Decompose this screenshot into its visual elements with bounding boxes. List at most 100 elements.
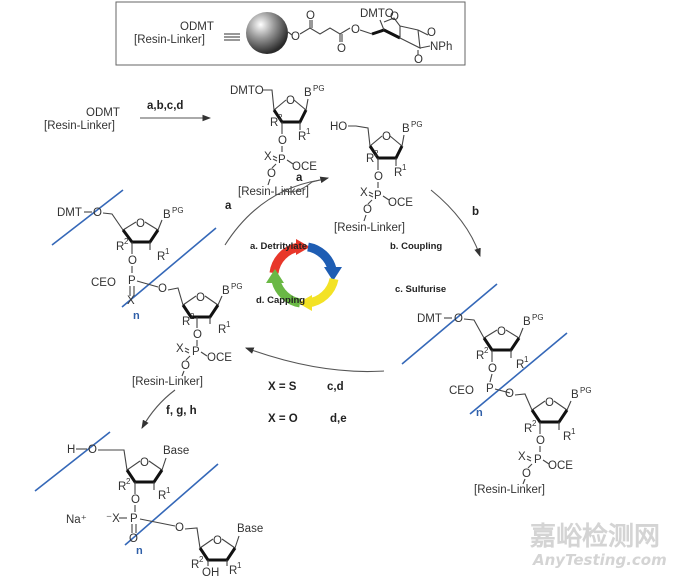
svg-text:OCE: OCE: [207, 352, 232, 364]
deprotection-reagents-label: f, g, h: [166, 405, 197, 417]
svg-text:O: O: [131, 494, 140, 506]
svg-text:O: O: [454, 313, 463, 325]
svg-text:P: P: [128, 275, 136, 287]
svg-text:O: O: [497, 326, 506, 338]
svg-text:R: R: [516, 359, 524, 371]
repeat-bracket-final-1: [34, 431, 111, 492]
svg-text:n: n: [476, 407, 483, 419]
r1-label: R: [298, 131, 306, 143]
cycle-label-detritylate: a. Detritylate: [250, 241, 307, 252]
svg-text:R: R: [158, 490, 166, 502]
svg-text:O: O: [522, 468, 531, 480]
box-nph-label: NPh: [430, 41, 452, 53]
detritylation-arrow-left: [224, 179, 321, 246]
cycle-arrowhead-detritylate: [296, 239, 310, 255]
svg-text:H: H: [67, 444, 75, 456]
repeat-bracket-left-1: [51, 189, 124, 246]
box-dmto-label: DMTO: [360, 8, 394, 20]
svg-text:R: R: [524, 423, 532, 435]
svg-text:O: O: [175, 522, 184, 534]
svg-text:P: P: [130, 513, 138, 525]
sodium-counterion: Na⁺: [66, 514, 87, 526]
cycle-label-coupling: b. Coupling: [390, 241, 442, 252]
ho-label: HO: [330, 121, 347, 133]
linker-o-3: O: [337, 43, 346, 55]
o3-label: O: [278, 135, 287, 147]
r2-label: R: [366, 153, 374, 165]
svg-text:X: X: [127, 295, 135, 307]
svg-text:1: 1: [571, 427, 576, 436]
step-a-label-left: a: [225, 200, 232, 212]
svg-text:R: R: [191, 559, 199, 571]
svg-text:O: O: [488, 363, 497, 375]
svg-text:2: 2: [484, 346, 489, 355]
svg-text:O: O: [196, 292, 205, 304]
p-label: P: [374, 190, 382, 202]
linker-o-2: O: [306, 10, 315, 22]
x-label: X: [360, 187, 368, 199]
svg-text:X: X: [176, 343, 184, 355]
svg-text:R: R: [229, 565, 237, 577]
svg-text:2: 2: [532, 419, 537, 428]
first-cycle-reagents-label: a,b,c,d: [147, 100, 183, 112]
svg-text:O: O: [158, 283, 167, 295]
svg-text:O: O: [193, 329, 202, 341]
cycle-label-capping: d. Capping: [256, 295, 305, 306]
ceo-label: CEO: [91, 277, 116, 289]
box-odmt-label: ODMT: [180, 21, 214, 33]
svg-text:X: X: [518, 451, 526, 463]
o3-label: O: [374, 171, 383, 183]
svg-text:1: 1: [166, 486, 171, 495]
repeat-bracket-right-1: [401, 283, 498, 365]
svg-text:CEO: CEO: [449, 385, 474, 397]
o-resin-label: O: [363, 204, 372, 216]
oce-label: OCE: [292, 161, 317, 173]
box-resin-label: [Resin-Linker]: [134, 34, 205, 46]
svg-text:Base: Base: [237, 523, 263, 535]
p-label: P: [278, 154, 286, 166]
deprotection-arrow: [141, 389, 176, 429]
svg-text:O: O: [181, 360, 190, 372]
svg-text:1: 1: [402, 163, 407, 172]
ring-o: O: [136, 218, 145, 230]
repeat-bracket-right-2: [469, 332, 568, 415]
imide-o-1: O: [427, 27, 436, 39]
svg-text:1: 1: [165, 247, 170, 256]
repeat-n-label: n: [133, 310, 140, 322]
succinyl-linker-structure: O O O O DMTO O O NPh O: [287, 8, 452, 66]
svg-text:O: O: [128, 255, 137, 267]
base-pg-sup: PG: [313, 84, 325, 93]
svg-text:2: 2: [278, 113, 283, 122]
base-b-label: B: [304, 87, 312, 99]
svg-text:1: 1: [306, 127, 311, 136]
svg-text:O: O: [536, 435, 545, 447]
watermark-english: AnyTesting.com: [532, 551, 667, 569]
r2-label: R: [270, 117, 278, 129]
dmt-label: DMT: [57, 207, 82, 219]
repeat-bracket-left-2: [121, 227, 217, 308]
svg-text:1: 1: [237, 561, 242, 570]
svg-text:2: 2: [124, 237, 129, 246]
svg-text:R: R: [476, 350, 484, 362]
svg-text:⁻X: ⁻X: [106, 513, 120, 525]
ring-o: O: [382, 131, 391, 143]
ring-o: O: [286, 95, 295, 107]
base-pg-sup: PG: [411, 120, 423, 129]
resin-linker-label: [Resin-Linker]: [238, 186, 309, 198]
condition-x-o: X = O: [268, 413, 298, 425]
svg-text:P: P: [192, 346, 200, 358]
starting-resin: ODMT [Resin-Linker]: [44, 107, 120, 132]
start-resin-label: [Resin-Linker]: [44, 120, 115, 132]
svg-text:O: O: [140, 457, 149, 469]
svg-text:R: R: [157, 251, 165, 263]
base-b-label: B: [163, 209, 171, 221]
svg-text:PG: PG: [231, 282, 243, 291]
svg-text:B: B: [523, 316, 531, 328]
condition-o-reagents: d,e: [330, 413, 347, 425]
svg-text:PG: PG: [532, 313, 544, 322]
svg-text:2: 2: [190, 312, 195, 321]
svg-text:R: R: [118, 481, 126, 493]
